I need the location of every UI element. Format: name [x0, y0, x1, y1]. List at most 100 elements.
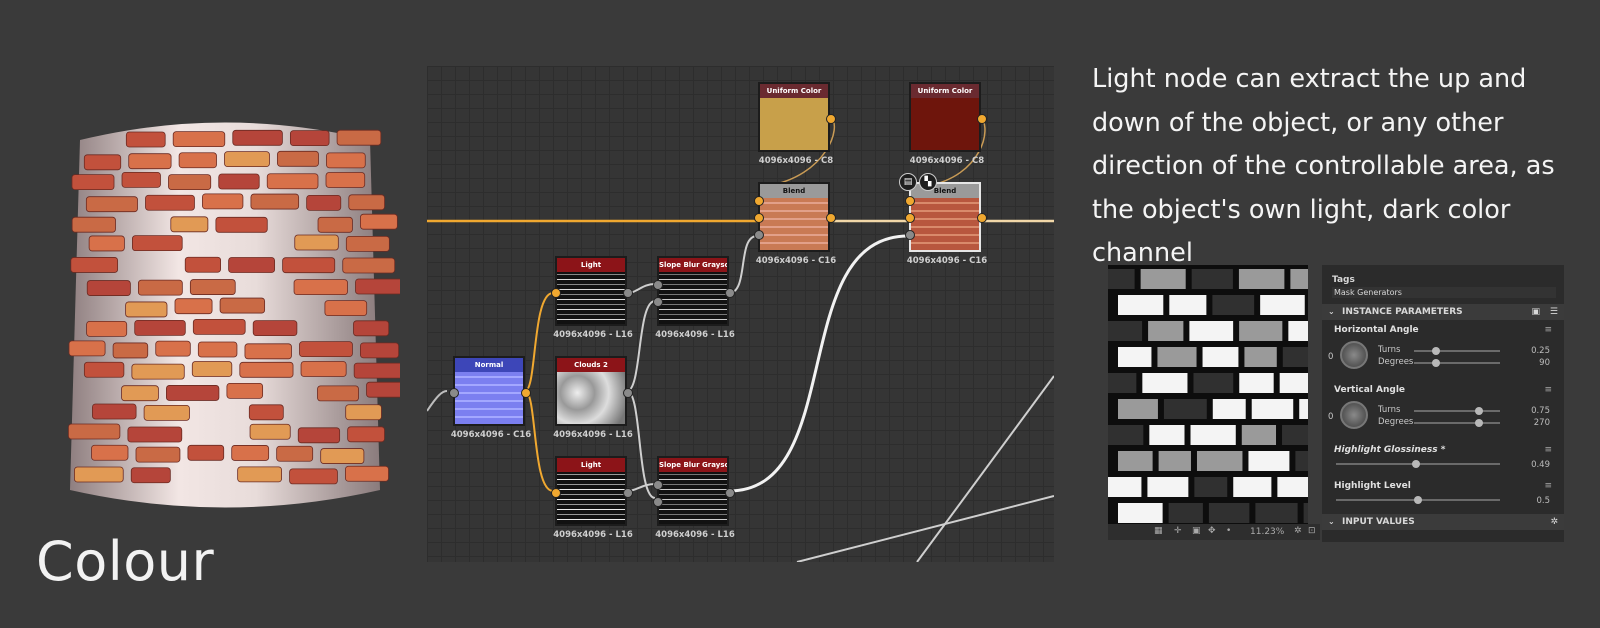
- brick-texture: [155, 340, 191, 357]
- input-port[interactable]: [551, 488, 561, 498]
- settings-icon[interactable]: ✲: [1294, 526, 1302, 536]
- slider-handle[interactable]: [1431, 359, 1440, 367]
- preview-brick: [1168, 503, 1203, 523]
- node-resolution: 4096x4096 - C16: [906, 256, 988, 266]
- output-port[interactable]: [826, 114, 836, 124]
- highlight-level-value: 0.5: [1536, 496, 1550, 506]
- input-port-slope[interactable]: [653, 497, 663, 507]
- horizontal-angle-dial[interactable]: [1340, 341, 1368, 369]
- output-port[interactable]: [623, 388, 633, 398]
- param-menu-icon[interactable]: ≡: [1544, 445, 1552, 455]
- grid-icon[interactable]: ▦: [1154, 526, 1163, 536]
- degrees-slider[interactable]: [1414, 419, 1500, 427]
- param-menu-icon[interactable]: ≡: [1544, 481, 1552, 491]
- node-uniform-color-1[interactable]: Uniform Color 4096x4096 - C8: [758, 82, 836, 166]
- output-port[interactable]: [725, 488, 735, 498]
- fit-icon[interactable]: ▣: [1192, 526, 1201, 536]
- brick-texture: [355, 278, 400, 295]
- brick-texture: [353, 362, 400, 379]
- preview-brick: [1148, 321, 1184, 341]
- instance-parameters-header[interactable]: ⌄ INSTANCE PARAMETERS ▣ ☰: [1322, 304, 1564, 320]
- brick-texture: [320, 448, 365, 464]
- preview-brick: [1233, 477, 1272, 497]
- highlight-glossiness-slider[interactable]: [1336, 460, 1500, 468]
- input-values-header[interactable]: ⌄ INPUT VALUES ✲: [1322, 514, 1564, 530]
- output-port[interactable]: [977, 114, 987, 124]
- highlight-level-slider[interactable]: [1336, 496, 1500, 504]
- input-port-background[interactable]: [754, 213, 764, 223]
- material-render-preview: [67, 122, 400, 508]
- brick-texture: [353, 320, 390, 337]
- brick-texture: [317, 216, 353, 233]
- brick-texture: [348, 194, 385, 211]
- node-uniform-color-2[interactable]: Uniform Color 4096x4096 - C8: [909, 82, 987, 166]
- 2d-preview-viewport[interactable]: [1108, 265, 1308, 525]
- node-blend-2[interactable]: Blend 4096x4096 - C16: [905, 182, 987, 266]
- pin-icon[interactable]: ✛: [1174, 526, 1182, 536]
- input-port-opacity[interactable]: [905, 230, 915, 240]
- input-port-background[interactable]: [905, 213, 915, 223]
- output-port[interactable]: [623, 288, 633, 298]
- dot-icon[interactable]: •: [1226, 526, 1232, 536]
- node-resolution: 4096x4096 - L16: [655, 530, 735, 540]
- menu-icon[interactable]: ☰: [1549, 307, 1558, 317]
- input-port-foreground[interactable]: [754, 196, 764, 206]
- turns-value: 0.25: [1531, 346, 1550, 356]
- output-port[interactable]: [826, 213, 836, 223]
- tags-field[interactable]: Mask Generators: [1332, 287, 1556, 298]
- output-port[interactable]: [725, 288, 735, 298]
- param-menu-icon[interactable]: ≡: [1544, 325, 1552, 335]
- turns-slider[interactable]: [1414, 407, 1500, 415]
- node-title: Clouds 2: [557, 358, 625, 372]
- brick-texture: [174, 298, 213, 315]
- node-light-1[interactable]: Light 4096x4096 - L16: [551, 256, 633, 340]
- output-port[interactable]: [623, 488, 633, 498]
- vertical-angle-dial[interactable]: [1340, 401, 1368, 429]
- brick-texture: [172, 131, 226, 148]
- brick-texture: [289, 130, 330, 147]
- chevron-down-icon: ⌄: [1328, 307, 1335, 316]
- node-clouds-2[interactable]: Clouds 2 4096x4096 - L16: [553, 356, 633, 440]
- input-port-foreground[interactable]: [905, 196, 915, 206]
- slider-handle[interactable]: [1414, 496, 1422, 504]
- slider-handle[interactable]: [1474, 419, 1483, 427]
- node-slope-blur-2[interactable]: Slope Blur Grayscale 4096x4096 - L16: [653, 456, 735, 540]
- degrees-slider[interactable]: [1414, 359, 1500, 367]
- parameters-panel: Tags Mask Generators ⌄ INSTANCE PARAMETE…: [1322, 265, 1564, 542]
- input-port-source[interactable]: [653, 280, 663, 290]
- preview-brick: [1282, 347, 1308, 367]
- node-blend-1[interactable]: Blend 4096x4096 - C16: [754, 182, 836, 266]
- slider-handle[interactable]: [1431, 347, 1440, 355]
- turns-slider[interactable]: [1414, 347, 1500, 355]
- param-menu-icon[interactable]: ≡: [1544, 385, 1552, 395]
- node-graph-canvas[interactable]: Uniform Color 4096x4096 - C8 Uniform Col…: [427, 66, 1054, 562]
- slider-handle[interactable]: [1474, 407, 1483, 415]
- input-port-opacity[interactable]: [754, 230, 764, 240]
- chevron-down-icon: ⌄: [1328, 517, 1335, 526]
- node-slope-blur-1[interactable]: Slope Blur Grayscale 4096x4096 - L16: [653, 256, 735, 340]
- output-port[interactable]: [977, 213, 987, 223]
- input-port[interactable]: [449, 388, 459, 398]
- input-port-source[interactable]: [653, 480, 663, 490]
- move-icon[interactable]: ✥: [1208, 526, 1216, 536]
- node-resolution: 4096x4096 - L16: [553, 530, 633, 540]
- gear-icon[interactable]: ✲: [1550, 517, 1558, 527]
- tags-label: Tags: [1332, 275, 1355, 285]
- node-normal[interactable]: Normal 4096x4096 - C16: [449, 356, 531, 440]
- brick-texture: [366, 381, 400, 398]
- document-icon[interactable]: ▤: [899, 173, 917, 191]
- checker-icon[interactable]: ▚: [919, 173, 937, 191]
- node-thumbnail: [557, 272, 625, 324]
- slider-handle[interactable]: [1412, 460, 1421, 468]
- lock-icon[interactable]: ⊡: [1308, 526, 1316, 536]
- output-port[interactable]: [521, 388, 531, 398]
- input-port[interactable]: [551, 288, 561, 298]
- preset-icon[interactable]: ▣: [1531, 307, 1540, 317]
- input-port-slope[interactable]: [653, 297, 663, 307]
- degrees-label: Degrees: [1378, 357, 1414, 367]
- brick-texture: [86, 280, 131, 296]
- node-light-2[interactable]: Light 4096x4096 - L16: [551, 456, 633, 540]
- node-resolution: 4096x4096 - L16: [553, 330, 633, 340]
- brick-texture: [121, 171, 161, 188]
- preview-brick: [1118, 295, 1164, 315]
